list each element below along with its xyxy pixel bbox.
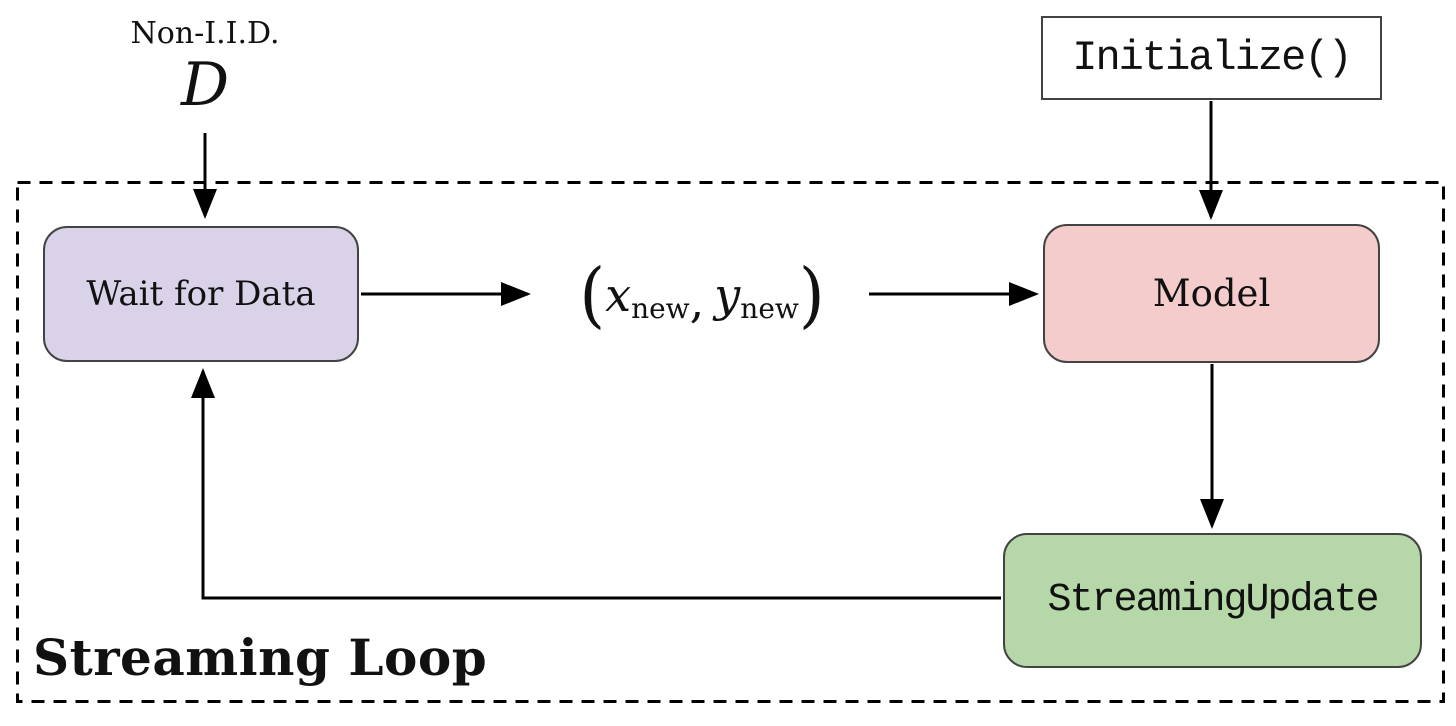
node-streaming-update: StreamingUpdate [1003, 533, 1422, 668]
tuple-open-paren: ( [579, 252, 606, 337]
node-streaming-update-label: StreamingUpdate [1047, 578, 1379, 623]
tuple-comma: , [689, 274, 705, 328]
node-wait-for-data: Wait for Data [43, 226, 359, 362]
tuple-x-subscript: new [631, 292, 690, 325]
tuple-close-paren: ) [798, 252, 825, 337]
streaming-loop-boundary [16, 181, 1445, 703]
tuple-y: y [714, 268, 741, 322]
node-initialize-label: Initialize() [1072, 34, 1352, 82]
arrow-update-to-wait [191, 368, 1001, 600]
tuple-x: x [605, 268, 632, 322]
streaming-loop-label: Streaming Loop [33, 628, 488, 687]
dataset-symbol: D [180, 50, 230, 120]
node-wait-for-data-label: Wait for Data [86, 274, 316, 314]
node-model-label: Model [1152, 272, 1271, 315]
tuple-label: ( x new , y new ) [540, 250, 864, 340]
tuple-y-subscript: new [740, 292, 799, 325]
node-initialize: Initialize() [1041, 16, 1382, 100]
non-iid-label: Non-I.I.D. [130, 16, 280, 51]
node-model: Model [1043, 224, 1380, 363]
